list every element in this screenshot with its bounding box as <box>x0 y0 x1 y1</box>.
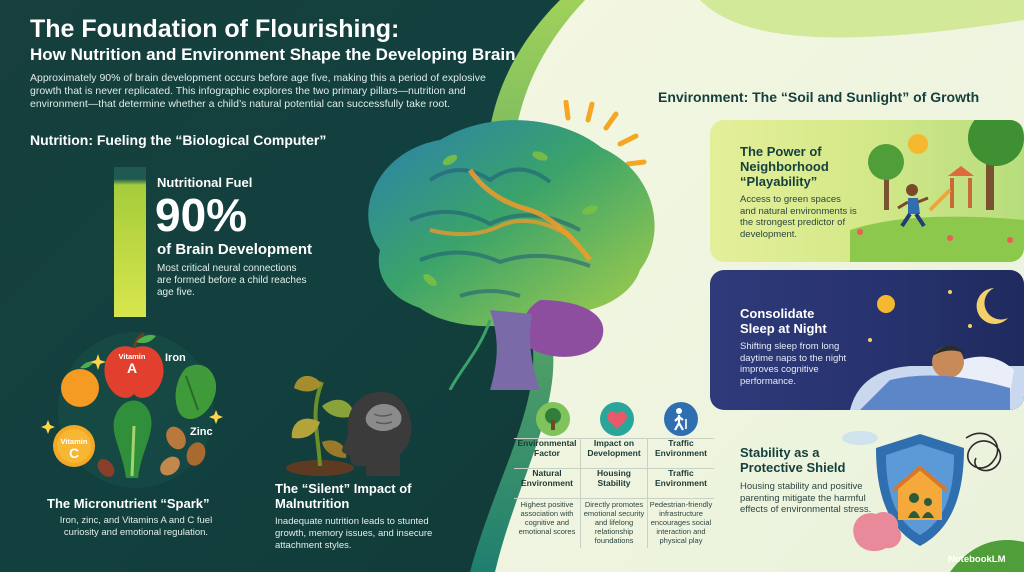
table-divider <box>647 438 648 548</box>
table-divider <box>514 468 714 469</box>
table-icon-heart <box>600 402 634 436</box>
slide-icon <box>928 166 974 212</box>
tree-icon <box>868 120 1024 210</box>
table-cell: Housing Stability <box>597 468 631 488</box>
environment-factor-table: Environmental Factor Natural Environment… <box>514 398 714 552</box>
vitamin-c-icon <box>53 425 95 467</box>
table-icon-tree <box>536 402 570 436</box>
apple-icon <box>104 332 164 398</box>
malnutrition-description: Inadequate nutrition leads to stunted gr… <box>275 516 433 551</box>
table-cell: Pedestrian-friendly infrastructure encou… <box>649 500 713 545</box>
fuel-bar <box>114 167 146 317</box>
table-header: Impact on Development <box>587 438 641 458</box>
pedestrian-icon <box>674 408 687 431</box>
tangled-scribble-icon <box>965 432 1002 472</box>
orange-icon <box>61 361 99 407</box>
head-silhouette-icon <box>342 392 412 476</box>
sleep-illustration <box>850 288 1024 410</box>
tree-icon <box>545 408 561 430</box>
malnutrition-illustration <box>286 375 412 476</box>
cloud-icon <box>842 431 878 445</box>
nutrition-heading: Nutrition: Fueling the “Biological Compu… <box>30 132 327 148</box>
moon-icon <box>976 288 1008 324</box>
environment-heading: Environment: The “Soil and Sunlight” of … <box>658 89 980 105</box>
shield-description: Housing stability and positive parenting… <box>740 481 872 515</box>
table-divider <box>514 498 714 499</box>
nuts-icon <box>97 426 206 477</box>
table-divider <box>514 438 714 439</box>
micronutrient-description: Iron, zinc, and Vitamins A and C fuel cu… <box>59 515 213 538</box>
playability-description: Access to green spaces and natural envir… <box>740 194 857 240</box>
table-icon-pedestrian <box>664 402 698 436</box>
iron-label: Iron <box>165 352 186 364</box>
sun-icon <box>908 134 928 154</box>
sleeping-child-icon <box>932 345 966 378</box>
table-cell: Natural Environment <box>521 468 573 488</box>
table-column: Impact on Development Housing Stability … <box>581 438 647 545</box>
page-title: The Foundation of Flourishing: <box>30 15 400 43</box>
wilting-plant-icon <box>291 375 354 467</box>
page-subtitle: How Nutrition and Environment Shape the … <box>30 45 516 64</box>
table-column: Traffic Environment Traffic Environment … <box>648 438 714 545</box>
spinach-icon <box>175 364 217 420</box>
vitamin-c-label: Vitamin C <box>60 437 88 461</box>
flowers-icon <box>857 229 1013 243</box>
house-icon <box>892 465 948 520</box>
running-child-icon <box>897 184 929 228</box>
park-illustration <box>850 120 1024 262</box>
playability-card: The Power of Neighborhood “Playability” … <box>710 120 1024 262</box>
sparkle-icon <box>41 354 223 434</box>
shield-title: Stability as a Protective Shield <box>740 445 846 475</box>
table-cell: Highest positive association with cognit… <box>518 500 576 536</box>
table-header: Traffic Environment <box>655 438 707 458</box>
sun-icon <box>877 295 895 313</box>
table-column: Environmental Factor Natural Environment… <box>514 438 580 536</box>
fuel-subtitle: of Brain Development <box>157 241 313 258</box>
fuel-label: Nutritional Fuel <box>157 175 253 190</box>
vitamin-a-label: Vitamin A <box>118 352 146 376</box>
playability-title: The Power of Neighborhood “Playability” <box>740 144 829 189</box>
sun-rays-icon <box>563 100 647 167</box>
intro-paragraph: Approximately 90% of brain development o… <box>30 72 486 110</box>
sleep-card: Consolidate Sleep at Night Shifting slee… <box>710 270 1024 410</box>
star-icon <box>868 290 972 342</box>
micronutrient-title: The Micronutrient “Spark” <box>47 496 210 511</box>
fuel-description: Most critical neural connections are for… <box>157 263 307 298</box>
fuel-percent: 90% <box>155 189 248 241</box>
table-cell: Directly promotes emotional security and… <box>583 500 645 545</box>
zinc-label: Zinc <box>190 426 213 438</box>
brand-label: NotebookLM <box>948 554 1006 565</box>
table-cell: Traffic Environment <box>655 468 707 488</box>
brain-icon <box>853 511 902 552</box>
micronutrient-illustration <box>41 332 223 488</box>
malnutrition-title: The “Silent” Impact of Malnutrition <box>275 481 412 511</box>
sleep-title: Consolidate Sleep at Night <box>740 306 827 336</box>
shield-illustration <box>842 431 1024 572</box>
sleep-description: Shifting sleep from long daytime naps to… <box>740 341 847 387</box>
table-divider <box>580 438 581 548</box>
table-header: Environmental Factor <box>517 438 577 458</box>
heart-icon <box>607 411 627 429</box>
brain-illustration <box>368 100 655 390</box>
broccoli-icon <box>113 400 152 478</box>
